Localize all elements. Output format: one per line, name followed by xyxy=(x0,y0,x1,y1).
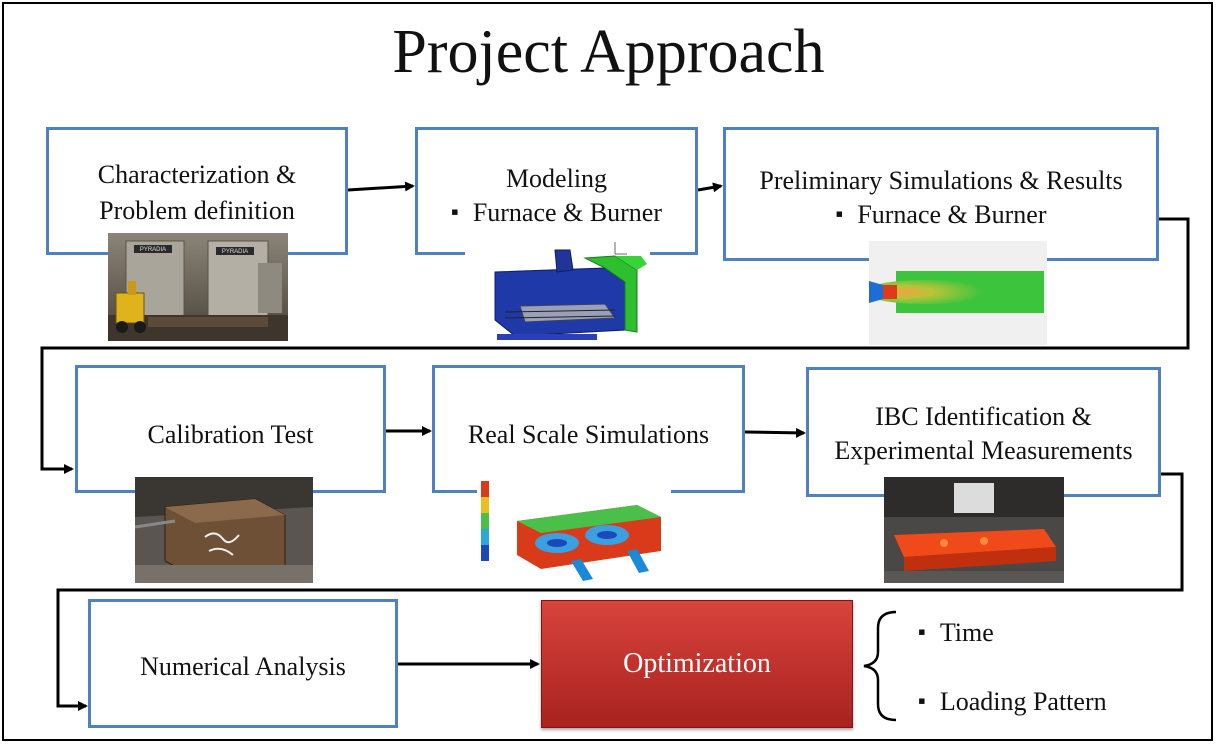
step-modeling-bullet-row: Furnace & Burner xyxy=(418,196,695,231)
output-brace xyxy=(863,610,897,722)
step-real-scale-box: Real Scale Simulations xyxy=(432,365,745,493)
temperature-contour-image xyxy=(477,477,671,583)
arrow-2-to-3 xyxy=(697,182,723,193)
arrow-3-to-4 xyxy=(40,217,1190,474)
furnace-cad-model xyxy=(465,238,650,346)
furnace-sign-right: PYRADIA xyxy=(222,249,248,255)
step-preliminary-box: Preliminary Simulations & Results Furnac… xyxy=(723,127,1159,261)
step-ibc-line1: IBC Identification & xyxy=(875,402,1092,431)
arrow-1-to-2 xyxy=(347,181,415,192)
step-real-scale-line1: Real Scale Simulations xyxy=(467,420,710,449)
step-ibc-box: IBC Identification & Experimental Measur… xyxy=(806,367,1161,497)
furnace-photo: PYRADIA PYRADIA xyxy=(108,233,288,341)
flame-simulation-image xyxy=(869,241,1047,345)
output-time: Time xyxy=(918,617,994,650)
step-modeling-bullet: Furnace & Burner xyxy=(451,198,662,227)
step-characterization-line2: Problem definition xyxy=(99,196,295,225)
slide-title: Project Approach xyxy=(392,18,825,86)
step-preliminary-bullet-row: Furnace & Burner xyxy=(726,198,1156,233)
step-calibration-box: Calibration Test xyxy=(75,365,386,493)
step-modeling-line1: Modeling xyxy=(505,164,608,193)
step-calibration-line1: Calibration Test xyxy=(147,420,314,449)
furnace-sign-left: PYRADIA xyxy=(140,247,166,253)
step-preliminary-line1: Preliminary Simulations & Results xyxy=(759,166,1123,195)
step-preliminary-bullet: Furnace & Burner xyxy=(836,200,1046,229)
optimization-box: Optimization xyxy=(541,600,853,728)
arrow-6-to-7 xyxy=(56,472,1184,711)
heated-part-photo xyxy=(884,477,1064,583)
optimization-label: Optimization xyxy=(623,648,771,679)
step-characterization-box: Characterization & Problem definition xyxy=(46,127,348,255)
step-numerical-box: Numerical Analysis xyxy=(88,599,398,728)
calibration-block-photo xyxy=(135,477,313,583)
output-loading-pattern: Loading Pattern xyxy=(918,686,1107,719)
step-numerical-line1: Numerical Analysis xyxy=(140,652,346,681)
step-characterization-line1: Characterization & xyxy=(97,160,297,189)
step-modeling-box: Modeling Furnace & Burner xyxy=(415,127,698,255)
step-ibc-line2: Experimental Measurements xyxy=(834,436,1133,465)
arrow-5-to-6 xyxy=(744,427,806,438)
